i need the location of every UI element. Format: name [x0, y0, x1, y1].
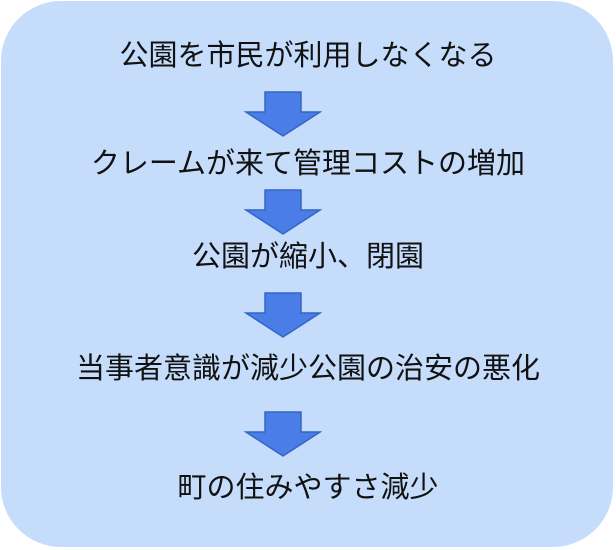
step-4: 当事者意識が減少公園の治安の悪化 — [75, 351, 540, 385]
step-1: 公園を市民が利用しなくなる — [119, 38, 497, 72]
step-2: クレームが来て管理コストの増加 — [90, 146, 526, 180]
down-arrow-icon — [244, 91, 322, 137]
step-3: 公園が縮小、閉園 — [191, 239, 424, 273]
down-arrow-icon — [244, 411, 322, 457]
step-5: 町の住みやすさ減少 — [177, 470, 439, 504]
down-arrow-icon — [244, 292, 322, 338]
down-arrow-icon — [244, 189, 322, 235]
